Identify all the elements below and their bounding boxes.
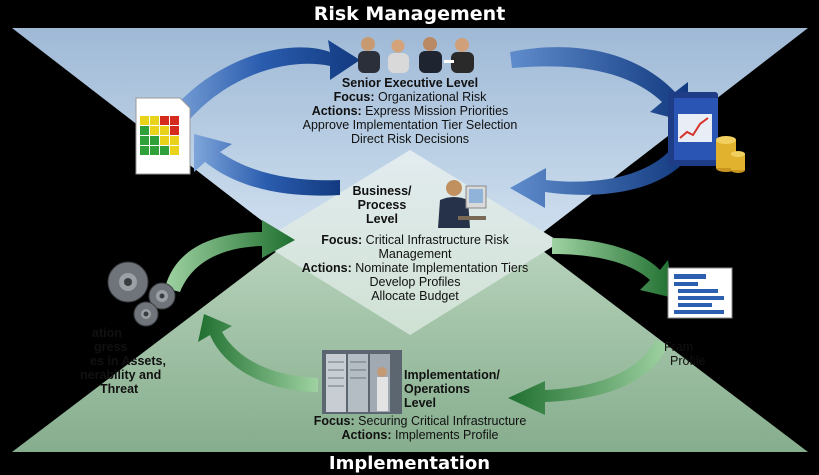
senior-actions-text: Express Mission Priorities: [361, 104, 509, 118]
business-heading-line-1: Business/: [352, 184, 412, 198]
risk-heatmap-document-icon: [134, 96, 192, 176]
senior-heading: Senior Executive Level: [341, 76, 479, 90]
implementation-actions-label: Actions:: [341, 428, 392, 442]
senior-action-line-3: Direct Risk Decisions: [350, 132, 470, 146]
arrow-business-to-heatmap: [194, 134, 340, 196]
gears-icon: [98, 258, 190, 330]
business-focus-continued: Management: [378, 247, 452, 261]
left-label-line-5: Threat: [100, 382, 139, 396]
business-heading: Business/ Process Level: [340, 184, 424, 226]
right-label-line-1: Fram: [664, 340, 694, 354]
senior-focus-label: Focus:: [333, 90, 375, 104]
right-label-line-2: Profile: [670, 354, 706, 368]
business-action-line-3: Allocate Budget: [371, 289, 459, 303]
implementation-heading: Implementation/ Operations Level: [404, 368, 524, 410]
business-action-line-2: Develop Profiles: [369, 275, 461, 289]
business-actions-text: Nominate Implementation Tiers: [351, 261, 529, 275]
implementation-heading-line-3: Level: [404, 396, 436, 410]
right-cropped-label: Fram Profile: [662, 340, 722, 368]
arrow-heatmap-to-executives: [165, 40, 360, 125]
senior-focus-text: Organizational Risk: [374, 90, 487, 104]
framework-profile-document-icon: [666, 266, 734, 320]
business-focus-text: Critical Infrastructure Risk: [362, 233, 509, 247]
implementation-focus-label: Focus:: [313, 414, 355, 428]
business-heading-line-3: Level: [366, 212, 398, 226]
arrow-business-to-framework: [552, 238, 674, 298]
arrow-gears-to-business: [165, 220, 295, 292]
implementation-banner: Implementation: [328, 453, 491, 474]
implementation-level-text: Focus: Securing Critical Infrastructure …: [270, 414, 570, 442]
business-level-text: Focus: Critical Infrastructure Risk Mana…: [270, 233, 560, 303]
arrow-framework-to-implementation: [508, 340, 668, 415]
left-cropped-label: ation gress es in Assets, nerability and…: [36, 326, 176, 396]
business-heading-line-2: Process: [357, 198, 407, 212]
risk-management-banner: Risk Management: [313, 3, 506, 25]
left-label-line-2: gress: [94, 340, 128, 354]
arrow-executives-to-binder: [510, 47, 688, 122]
financial-binder-icon: [660, 88, 746, 176]
business-focus-label: Focus:: [321, 233, 363, 247]
executives-icon: [350, 34, 490, 74]
senior-executive-text: Senior Executive Level Focus: Organizati…: [260, 76, 560, 146]
senior-actions-label: Actions:: [311, 104, 362, 118]
server-room-icon: [322, 350, 402, 414]
implementation-actions-text: Implements Profile: [391, 428, 499, 442]
business-actions-label: Actions:: [301, 261, 352, 275]
arrow-implementation-to-gears: [198, 314, 318, 392]
arrow-binder-to-business: [510, 148, 688, 208]
senior-action-line-2: Approve Implementation Tier Selection: [302, 118, 518, 132]
implementation-focus-text: Securing Critical Infrastructure: [354, 414, 527, 428]
implementation-heading-line-1: Implementation/: [404, 368, 500, 382]
implementation-heading-line-2: Operations: [404, 382, 470, 396]
business-person-computer-icon: [428, 176, 488, 234]
left-label-line-1: ation: [92, 326, 122, 340]
left-label-line-4: nerability and: [80, 368, 162, 382]
left-label-line-3: es in Assets,: [90, 354, 166, 368]
